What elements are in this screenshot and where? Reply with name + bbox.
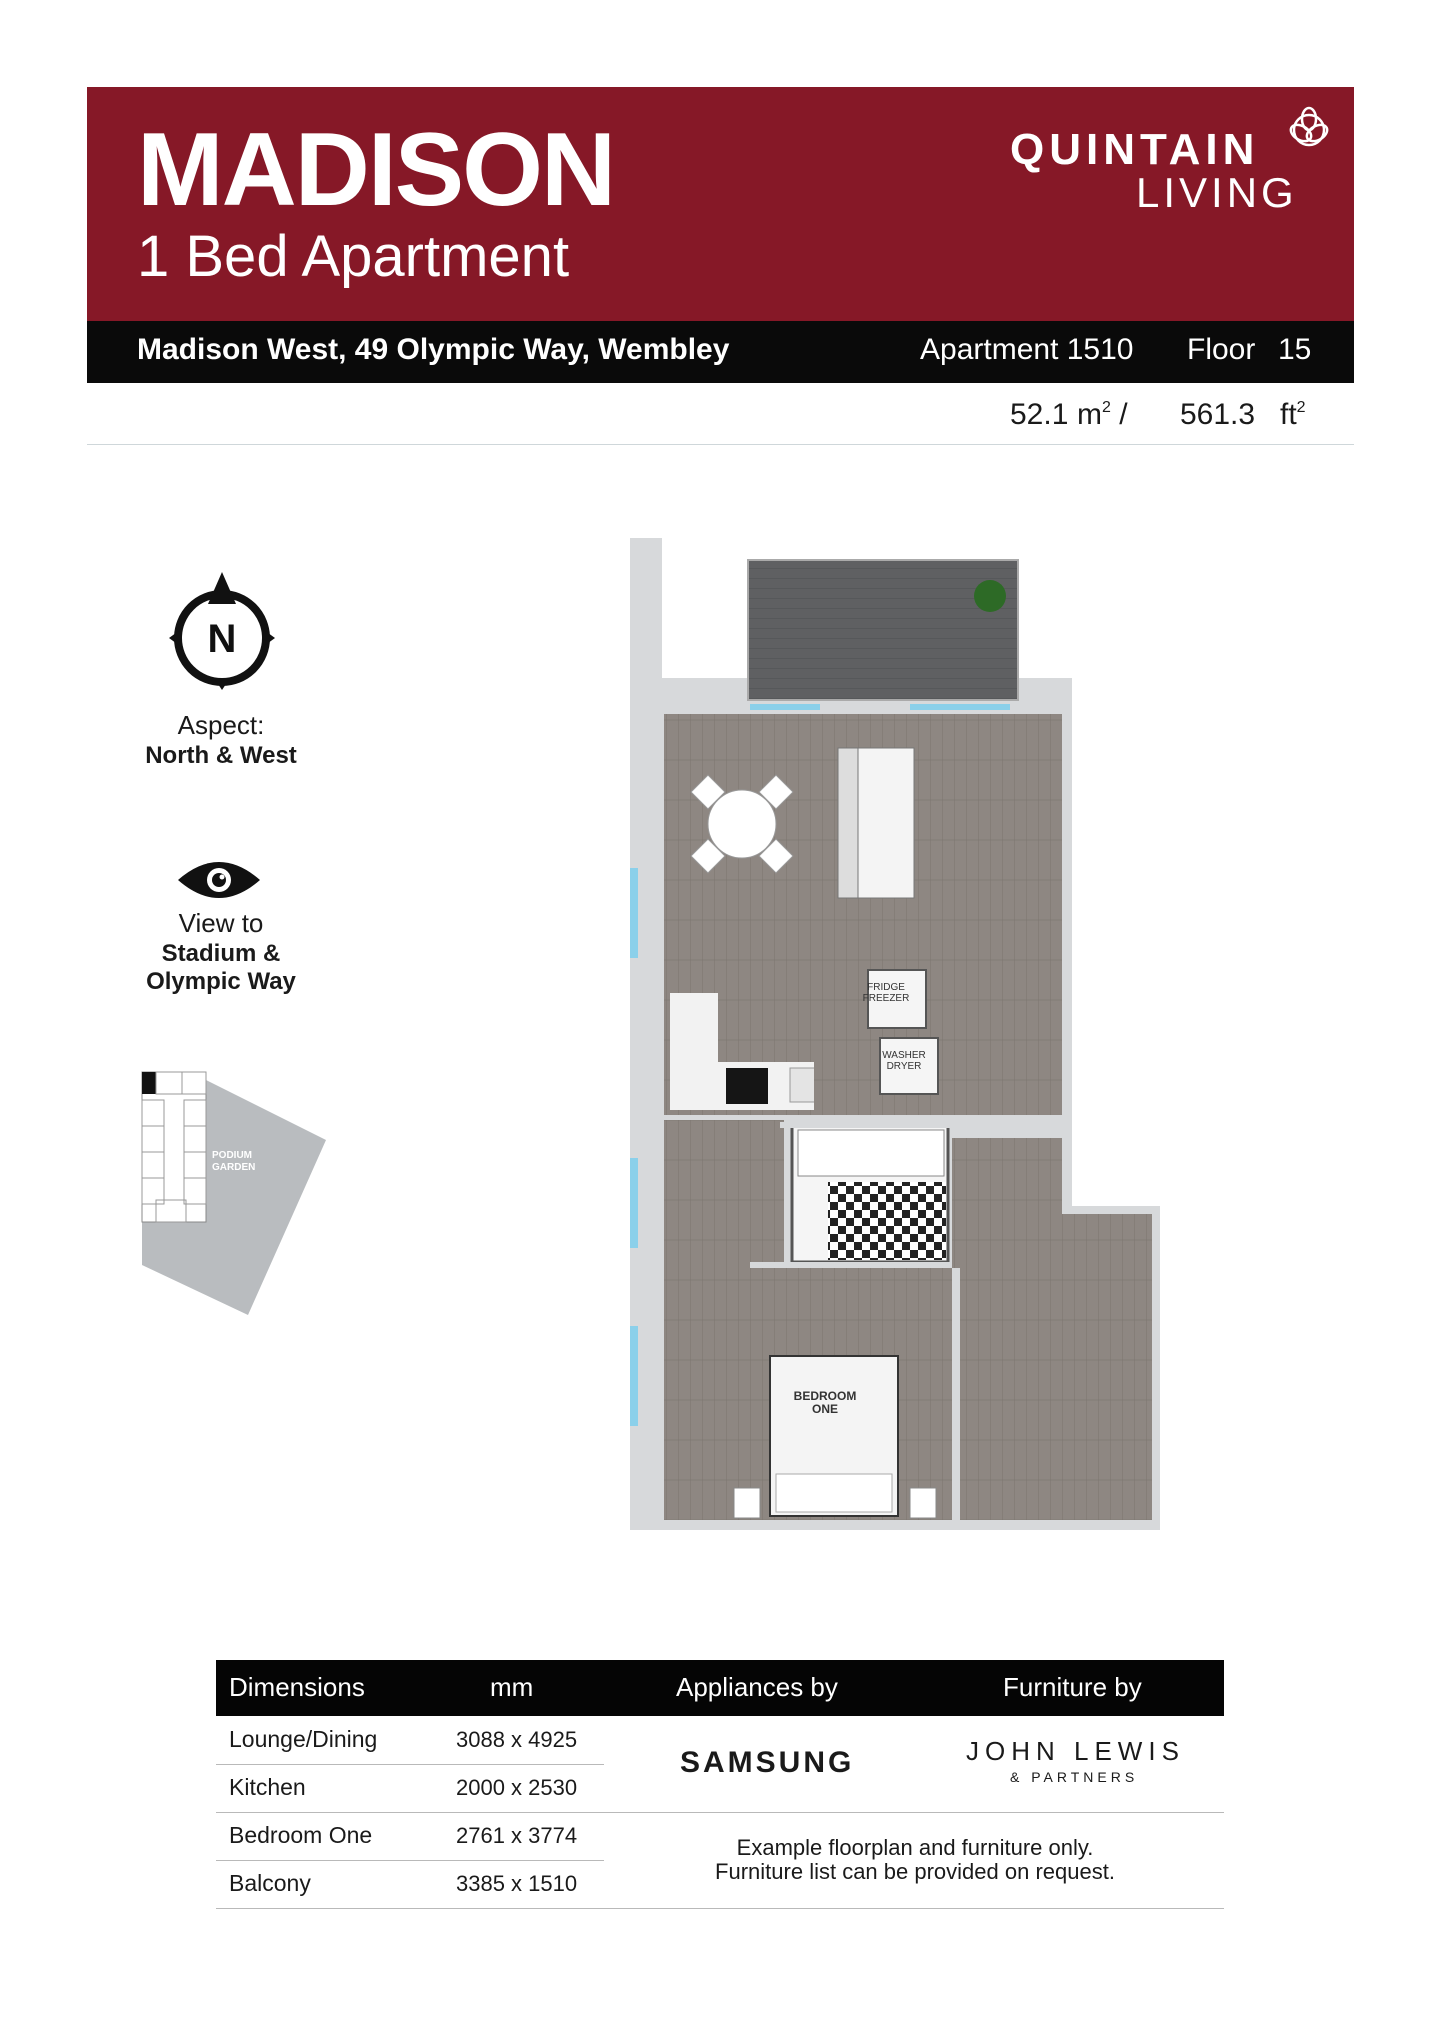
fridge-freezer [867, 969, 927, 1029]
divider [87, 444, 1354, 445]
brand-name: QUINTAIN [1010, 125, 1260, 174]
dining-table [707, 789, 777, 859]
disclaimer-note: Example floorplan and furniture only.Fur… [715, 1835, 1115, 1885]
divider [216, 1812, 1224, 1813]
aspect-value: North & West [145, 742, 297, 769]
area-sqft-unit: ft2 [1280, 398, 1306, 431]
page-title: MADISON [137, 112, 616, 228]
view-label: View to [178, 908, 264, 938]
area-sqm-unit: m2 / [1077, 398, 1128, 431]
floor-number: 15 [1278, 333, 1312, 366]
address: Madison West, 49 Olympic Way, Wembley [137, 333, 730, 366]
header-dimensions: Dimensions [229, 1672, 365, 1702]
divider [216, 1860, 604, 1861]
row-room: Balcony [229, 1870, 311, 1896]
area-sqft: 561.3 [1180, 398, 1256, 431]
view-value-line2: Olympic Way [146, 968, 296, 995]
view-value-line1: Stadium & [161, 940, 281, 967]
header-appliances: Appliances by [676, 1672, 838, 1702]
row-room: Bedroom One [229, 1822, 373, 1848]
furniture-brand: JOHN LEWIS [966, 1736, 1185, 1766]
table-header-bar [216, 1660, 1224, 1716]
row-room: Kitchen [229, 1774, 306, 1800]
divider [216, 1908, 1224, 1909]
balcony [747, 559, 1019, 701]
eye-icon [178, 862, 260, 898]
hob-icon [726, 1068, 768, 1104]
page-subtitle: 1 Bed Apartment [137, 224, 570, 289]
bathtub-icon [797, 1129, 945, 1177]
compass-icon: N [169, 572, 275, 690]
plant-icon [974, 580, 1006, 612]
floorplan-drawing [630, 538, 1160, 1530]
appliances-brand: SAMSUNG [680, 1746, 855, 1779]
floor-label: Floor [1187, 333, 1256, 366]
apartment-number: Apartment 1510 [920, 333, 1134, 366]
area-sqm: 52.1 [1010, 398, 1069, 431]
header-banner [87, 87, 1354, 321]
key-plan-map [141, 1071, 326, 1315]
aspect-label: Aspect: [177, 710, 265, 740]
row-dimension: 2761 x 3774 [456, 1823, 578, 1848]
row-dimension: 2000 x 2530 [456, 1775, 578, 1800]
brand-logo-icon [1289, 106, 1329, 147]
washer-dryer [879, 1037, 939, 1095]
row-dimension: 3088 x 4925 [456, 1727, 578, 1752]
brand-subname: LIVING [1136, 169, 1298, 216]
info-bar [87, 321, 1354, 383]
divider [216, 1764, 604, 1765]
header-furniture: Furniture by [1003, 1672, 1142, 1702]
compass-letter: N [208, 617, 237, 661]
row-dimension: 3385 x 1510 [456, 1871, 578, 1896]
furniture-brand-sub: & PARTNERS [1010, 1769, 1139, 1785]
header-mm: mm [490, 1672, 534, 1702]
row-room: Lounge/Dining [229, 1726, 378, 1752]
